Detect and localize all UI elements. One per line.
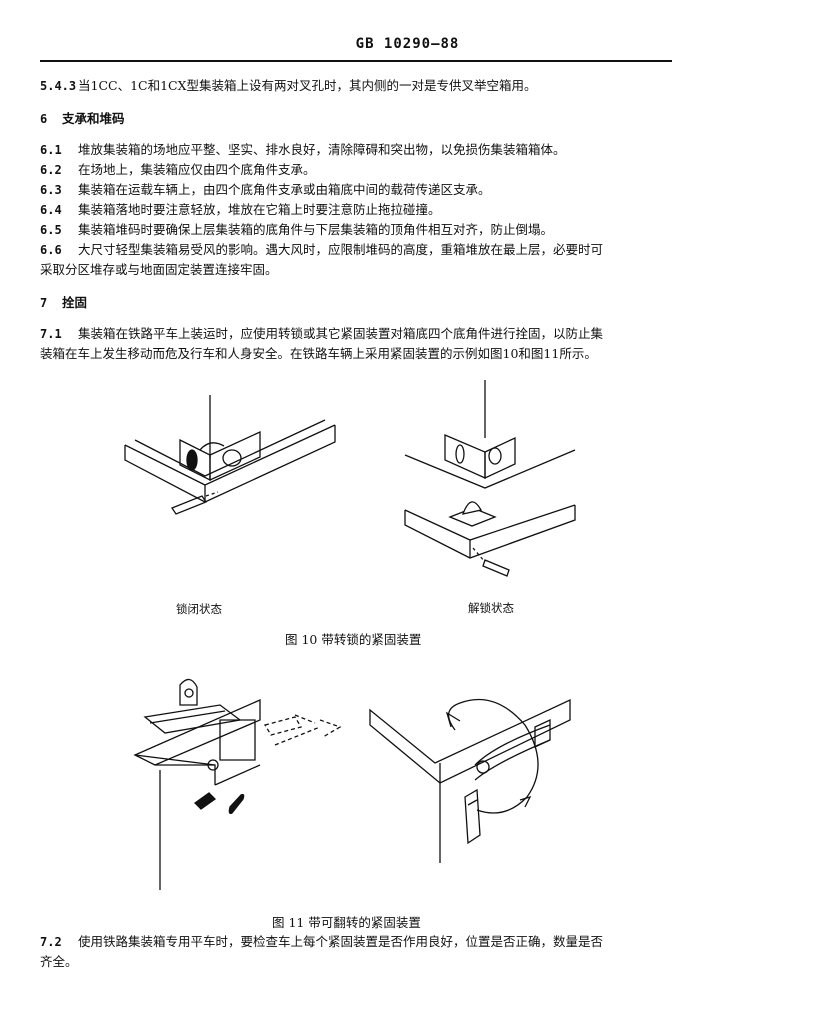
clause-6-2: 6.2 在场地上，集装箱应仅由四个底角件支承。 bbox=[40, 162, 316, 178]
clause-number: 6.4 bbox=[40, 203, 62, 217]
clause-text: 集装箱落地时要注意轻放，堆放在它箱上时要注意防止拖拉碰撞。 bbox=[78, 202, 441, 217]
section-title: 拴固 bbox=[62, 295, 88, 310]
clause-6-6: 6.6 大尺寸轻型集装箱易受风的影响。遇大风时，应限制堆码的高度，重箱堆放在最上层… bbox=[40, 242, 603, 258]
clause-number: 6.6 bbox=[40, 243, 62, 257]
clause-number: 7.1 bbox=[40, 327, 62, 341]
clause-number: 7.2 bbox=[40, 935, 62, 949]
figure-10-unlocked-illustration bbox=[404, 380, 576, 577]
figure-10-locked-label: 锁闭状态 bbox=[176, 602, 222, 616]
section-number: 6 bbox=[40, 112, 48, 126]
clause-text: 使用铁路集装箱专用平车时，要检查车上每个紧固装置是否作用良好，位置是否正确，数量… bbox=[78, 934, 604, 949]
header-rule bbox=[40, 60, 672, 62]
clause-6-5: 6.5 集装箱堆码时要确保上层集装箱的底角件与下层集装箱的顶角件相互对齐，防止倒塌… bbox=[40, 222, 553, 238]
clause-6-4: 6.4 集装箱落地时要注意轻放，堆放在它箱上时要注意防止拖拉碰撞。 bbox=[40, 202, 441, 218]
clause-number: 6.2 bbox=[40, 163, 62, 177]
clause-number: 5.4.3 bbox=[40, 79, 77, 93]
clause-number: 6.3 bbox=[40, 183, 62, 197]
figure-10-unlocked-label: 解锁状态 bbox=[468, 601, 514, 615]
section-6-heading: 6 支承和堆码 bbox=[40, 111, 125, 127]
figure-11-left-illustration bbox=[133, 678, 342, 890]
clause-7-1-continuation: 装箱在车上发生移动而危及行车和人身安全。在铁路车辆上采用紧固装置的示例如图10和… bbox=[40, 346, 597, 361]
clause-text: 在场地上，集装箱应仅由四个底角件支承。 bbox=[78, 162, 316, 177]
standard-code-header: GB 10290—88 bbox=[355, 36, 460, 52]
clause-number: 6.5 bbox=[40, 223, 62, 237]
section-number: 7 bbox=[40, 296, 48, 310]
clause-7-2: 7.2 使用铁路集装箱专用平车时，要检查车上每个紧固装置是否作用良好，位置是否正确… bbox=[40, 934, 603, 950]
clause-6-1: 6.1 堆放集装箱的场地应平整、坚实、排水良好，清除障碍和突出物，以免损伤集装箱箱… bbox=[40, 142, 566, 158]
clause-text: 集装箱堆码时要确保上层集装箱的底角件与下层集装箱的顶角件相互对齐，防止倒塌。 bbox=[78, 222, 554, 237]
clause-text: 堆放集装箱的场地应平整、坚实、排水良好，清除障碍和突出物，以免损伤集装箱箱体。 bbox=[78, 142, 566, 157]
section-7-heading: 7 拴固 bbox=[40, 295, 87, 311]
clause-6-3: 6.3 集装箱在运载车辆上，由四个底角件支承或由箱底中间的载荷传递区支承。 bbox=[40, 182, 491, 198]
clause-number: 6.1 bbox=[40, 143, 62, 157]
clause-6-6-continuation: 采取分区堆存或与地面固定装置连接牢固。 bbox=[40, 262, 278, 277]
figure-10-locked-illustration bbox=[124, 395, 336, 515]
section-title: 支承和堆码 bbox=[62, 111, 125, 126]
clause-text: 当1CC、1C和1CX型集装箱上设有两对叉孔时，其内侧的一对是专供叉举空箱用。 bbox=[78, 78, 537, 93]
clause-text: 集装箱在运载车辆上，由四个底角件支承或由箱底中间的载荷传递区支承。 bbox=[78, 182, 491, 197]
figure-10-caption: 图 10 带转锁的紧固装置 bbox=[285, 632, 422, 647]
figure-11-right-illustration bbox=[369, 698, 571, 863]
figure-11-caption: 图 11 带可翻转的紧固装置 bbox=[272, 915, 421, 930]
clause-7-2-continuation: 齐全。 bbox=[40, 954, 78, 969]
clause-7-1: 7.1 集装箱在铁路平车上装运时，应使用转锁或其它紧固装置对箱底四个底角件进行拴固… bbox=[40, 326, 603, 342]
clause-text: 集装箱在铁路平车上装运时，应使用转锁或其它紧固装置对箱底四个底角件进行拴固，以防… bbox=[78, 326, 604, 341]
clause-text: 大尺寸轻型集装箱易受风的影响。遇大风时，应限制堆码的高度，重箱堆放在最上层，必要… bbox=[78, 242, 604, 257]
